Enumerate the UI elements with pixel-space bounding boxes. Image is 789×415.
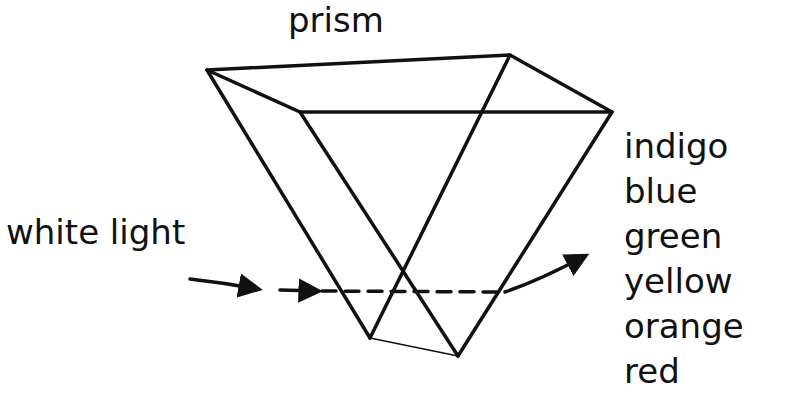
prism-outline <box>207 55 612 356</box>
color-label: green <box>624 218 722 255</box>
color-label: blue <box>624 173 698 210</box>
color-label: red <box>624 353 680 390</box>
color-label: orange <box>624 308 744 345</box>
title-label: prism <box>288 2 384 39</box>
color-label: indigo <box>624 128 728 165</box>
light-ray <box>190 256 585 292</box>
color-label: yellow <box>624 263 733 300</box>
input-label: white light <box>6 214 185 251</box>
